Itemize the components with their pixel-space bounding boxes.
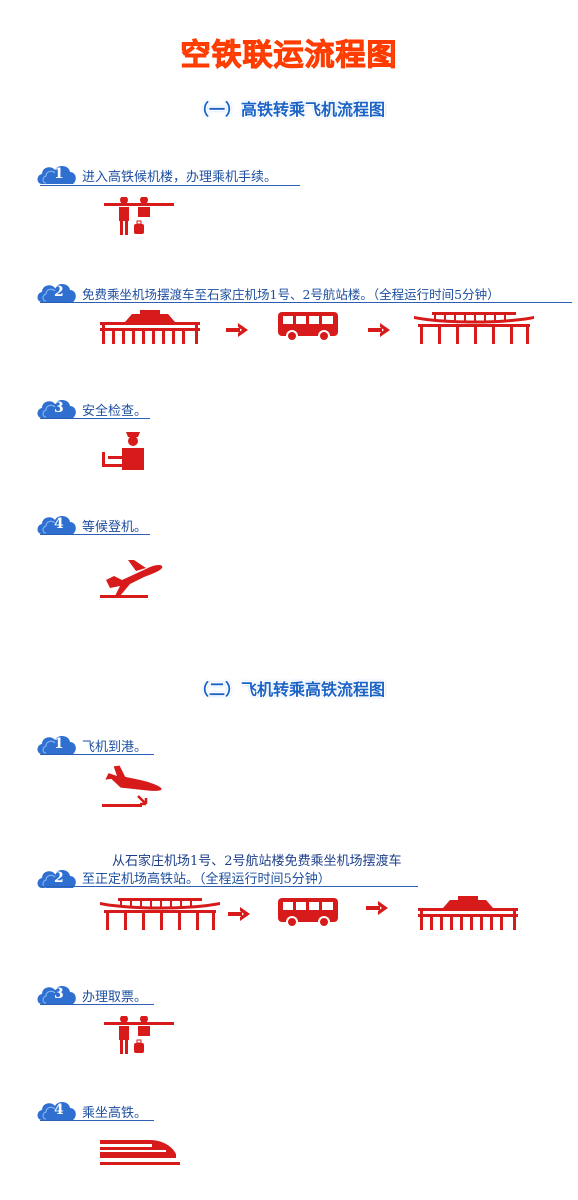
shuttle-bus-icon xyxy=(278,312,338,342)
step-underline xyxy=(40,534,150,535)
high-speed-train-icon xyxy=(100,1136,180,1166)
step-number: 4 xyxy=(54,516,64,532)
step-text: 进入高铁候机楼，办理乘机手续。 xyxy=(82,170,278,185)
step-number: 2 xyxy=(54,284,64,300)
airport-terminal-icon xyxy=(100,896,220,930)
step-number: 4 xyxy=(54,1102,64,1118)
railway-station-icon xyxy=(100,310,200,344)
step-text: 飞机到港。 xyxy=(82,740,148,755)
step-underline xyxy=(40,1120,154,1121)
page-title: 空铁联运流程图 xyxy=(180,38,398,74)
step-text: 乘坐高铁。 xyxy=(82,1106,148,1121)
ticket-counter-icon xyxy=(104,1016,174,1056)
security-check-icon xyxy=(100,430,150,470)
arrow-right-icon xyxy=(368,322,392,338)
arrow-right-icon xyxy=(228,906,252,922)
step-text: 安全检查。 xyxy=(82,404,148,419)
step-text: 等候登机。 xyxy=(82,520,148,535)
step-number: 3 xyxy=(54,986,64,1002)
step-text-line-2: 至正定机场高铁站。（全程运行时间5分钟） xyxy=(82,872,331,887)
check-in-counter-icon xyxy=(104,197,174,237)
shuttle-bus-icon xyxy=(278,898,338,928)
step-underline xyxy=(40,1004,154,1005)
railway-station-icon xyxy=(418,896,518,930)
step-number: 2 xyxy=(54,870,64,886)
plane-takeoff-icon xyxy=(100,558,170,598)
airport-terminal-icon xyxy=(414,310,534,344)
step-underline xyxy=(40,886,418,887)
step-number: 1 xyxy=(54,166,64,182)
step-number: 1 xyxy=(54,736,64,752)
arrow-right-icon xyxy=(226,322,250,338)
step-text-line-1: 从石家庄机场1号、2号航站楼免费乘坐机场摆渡车 xyxy=(112,854,402,869)
plane-landing-icon xyxy=(102,764,172,808)
step-underline xyxy=(40,302,572,303)
arrow-right-icon xyxy=(366,900,390,916)
step-number: 3 xyxy=(54,400,64,416)
section-2-heading: （二）飞机转乘高铁流程图 xyxy=(192,680,385,699)
step-underline xyxy=(40,754,154,755)
step-text: 免费乘坐机场摆渡车至石家庄机场1号、2号航站楼。（全程运行时间5分钟） xyxy=(82,287,500,302)
section-1-heading: （一）高铁转乘飞机流程图 xyxy=(192,100,385,119)
step-underline xyxy=(40,418,150,419)
step-text: 办理取票。 xyxy=(82,990,148,1005)
step-underline xyxy=(40,185,300,186)
